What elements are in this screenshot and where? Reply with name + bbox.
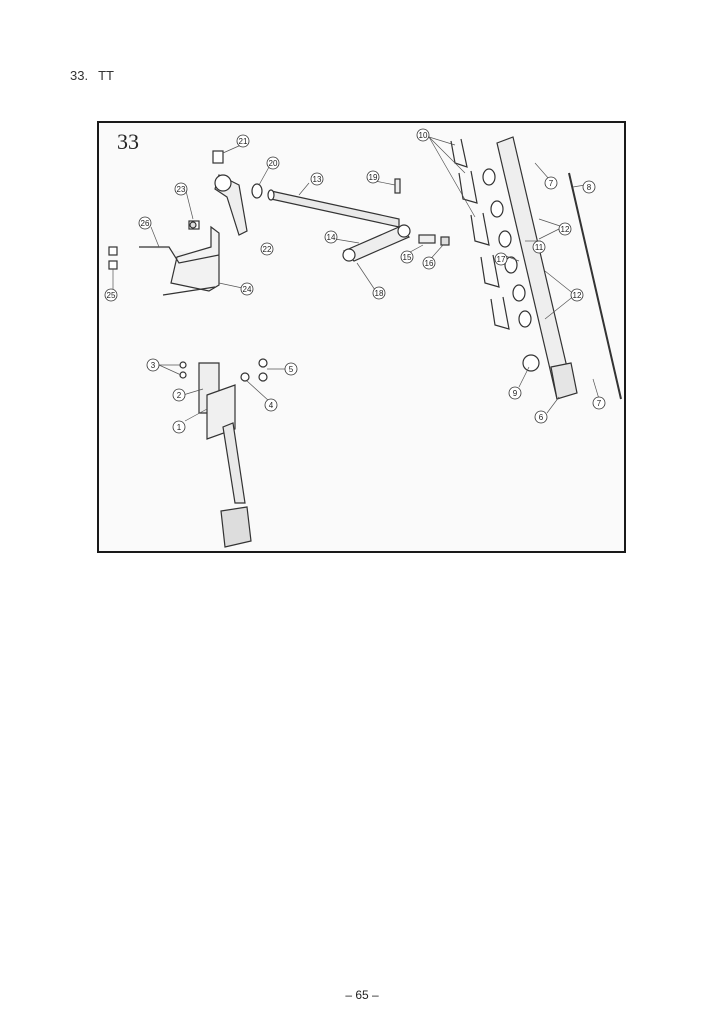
callout-21 [236,134,250,148]
callout-text: 16 [425,259,434,268]
callout-14 [324,230,338,244]
callout-23 [174,182,188,196]
callout-26 [138,216,152,230]
callout-text: 22 [263,245,272,254]
exploded-parts-diagram: 1 2 3 4 5 6 7 7 8 9 10 11 12 12 13 14 15… [104,128,622,548]
callout-text: 17 [497,255,506,264]
callout-text: 24 [243,285,252,294]
callout-12b [570,288,584,302]
callout-20 [266,156,280,170]
callout-13 [310,172,324,186]
callout-16 [422,256,436,270]
callout-text: 7 [549,179,554,188]
callout-17 [494,252,508,266]
callout-9 [508,386,522,400]
callout-5 [284,362,298,376]
callout-text: 19 [369,173,378,182]
callout-24 [240,282,254,296]
page-number: – 65 – [345,988,379,1002]
parts-diagram-frame: 33 [97,121,626,553]
pin-part [440,236,450,246]
callout-text: 6 [539,413,544,422]
callout-text: 5 [289,365,294,374]
callout-text: 8 [587,183,592,192]
callout-text: 14 [327,233,336,242]
callout-7a [544,176,558,190]
callout-12a [558,222,572,236]
pin-part [394,178,401,194]
callout-6 [534,410,548,424]
callout-10 [416,128,430,142]
pedal-part [179,358,268,548]
callout-text: 18 [375,289,384,298]
callout-19 [366,170,380,184]
callout-text: 9 [513,389,518,398]
roller-part [482,168,540,372]
callout-text: 25 [107,291,116,300]
callout-numbers: 1 2 3 4 5 6 7 7 8 9 10 11 12 12 13 14 15… [107,131,602,432]
lever-part [342,224,411,262]
section-number: 33. [70,68,89,83]
hook-part [450,138,510,330]
section-heading: 33. TT [70,68,124,83]
callout-8 [582,180,596,194]
callout-text: 12 [561,225,570,234]
bracket-part [108,220,220,296]
callout-7b [592,396,606,410]
callout-22 [260,242,274,256]
callout-11 [532,240,546,254]
callout-3 [146,358,160,372]
callout-text: 23 [177,185,186,194]
callout-text: 11 [535,243,544,252]
callout-text: 15 [403,253,412,262]
callout-2 [172,388,186,402]
callout-15 [400,250,414,264]
crank-part [212,150,263,236]
callout-text: 21 [239,137,248,146]
callout-labels [104,128,606,434]
callout-text: 2 [177,391,182,400]
support-bar-part [496,136,622,400]
callout-text: 13 [313,175,322,184]
callout-text: 3 [151,361,156,370]
callout-text: 10 [419,131,428,140]
callout-text: 7 [597,399,602,408]
callout-4 [264,398,278,412]
callout-1 [172,420,186,434]
callout-text: 26 [141,219,150,228]
shaft-part [267,189,400,228]
pin-part [418,234,436,244]
callout-text: 20 [269,159,278,168]
section-title: TT [98,68,114,83]
figure-number: 33 [117,129,139,154]
callout-text: 12 [573,291,582,300]
callout-25 [104,288,118,302]
callout-text: 1 [177,423,182,432]
callout-text: 4 [269,401,274,410]
callout-18 [372,286,386,300]
